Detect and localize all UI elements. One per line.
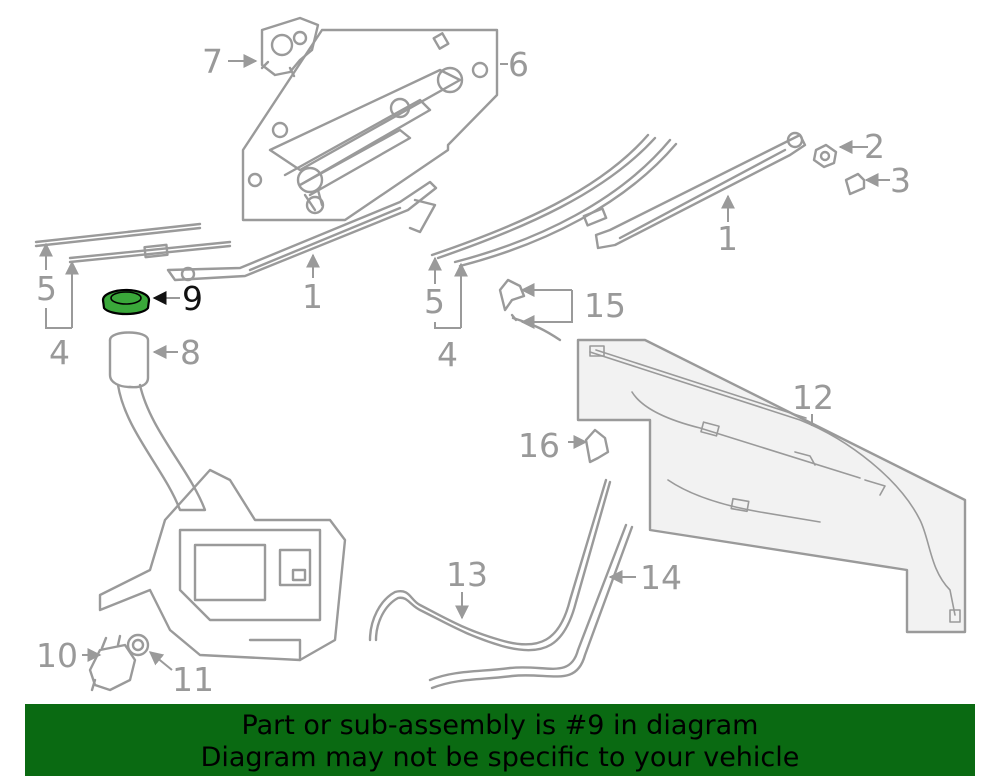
left-wiper-blade <box>34 222 232 264</box>
callout-5-right: 5 <box>424 282 445 321</box>
callout-14: 14 <box>640 558 682 597</box>
callout-4-right: 4 <box>437 335 458 374</box>
left-wiper-arm <box>166 180 438 282</box>
callout-15: 15 <box>584 286 626 325</box>
callout-labels: 7 6 1 1 2 3 5 4 5 4 9 8 15 12 16 13 14 1… <box>36 42 911 699</box>
wiper-linkage-assembly <box>241 28 499 222</box>
washer-reservoir <box>98 331 347 662</box>
right-wiper-arm <box>594 131 807 250</box>
washer-pump <box>88 634 137 692</box>
washer-nozzle-16 <box>584 428 610 464</box>
reservoir-cap <box>101 288 151 316</box>
pump-grommet <box>126 633 150 657</box>
callout-8: 8 <box>180 333 201 372</box>
right-wiper-blade <box>430 133 678 268</box>
callout-1-right: 1 <box>717 219 738 258</box>
arm-cap <box>844 172 866 196</box>
callout-4-left: 4 <box>49 333 70 372</box>
callout-3: 3 <box>890 161 911 200</box>
washer-hose-kit <box>576 338 967 634</box>
callout-7: 7 <box>202 42 223 81</box>
callout-10: 10 <box>36 636 78 675</box>
info-banner: Part or sub-assembly is #9 in diagram Di… <box>25 704 975 776</box>
callout-6: 6 <box>508 45 529 84</box>
callout-1-left: 1 <box>302 277 323 316</box>
nut <box>812 143 838 169</box>
washer-hose-13 <box>368 478 612 652</box>
callout-11: 11 <box>172 660 214 699</box>
callout-9: 9 <box>182 279 203 318</box>
callout-16: 16 <box>518 426 560 465</box>
callout-12: 12 <box>792 378 834 417</box>
leader-lines <box>39 54 890 671</box>
banner-line-1: Part or sub-assembly is #9 in diagram <box>241 710 759 741</box>
banner-line-2: Diagram may not be specific to your vehi… <box>200 742 800 773</box>
callout-13: 13 <box>446 555 488 594</box>
wiper-motor <box>260 16 320 78</box>
callout-2: 2 <box>864 127 885 166</box>
washer-hose-14 <box>428 523 634 690</box>
callout-5-left: 5 <box>36 269 57 308</box>
